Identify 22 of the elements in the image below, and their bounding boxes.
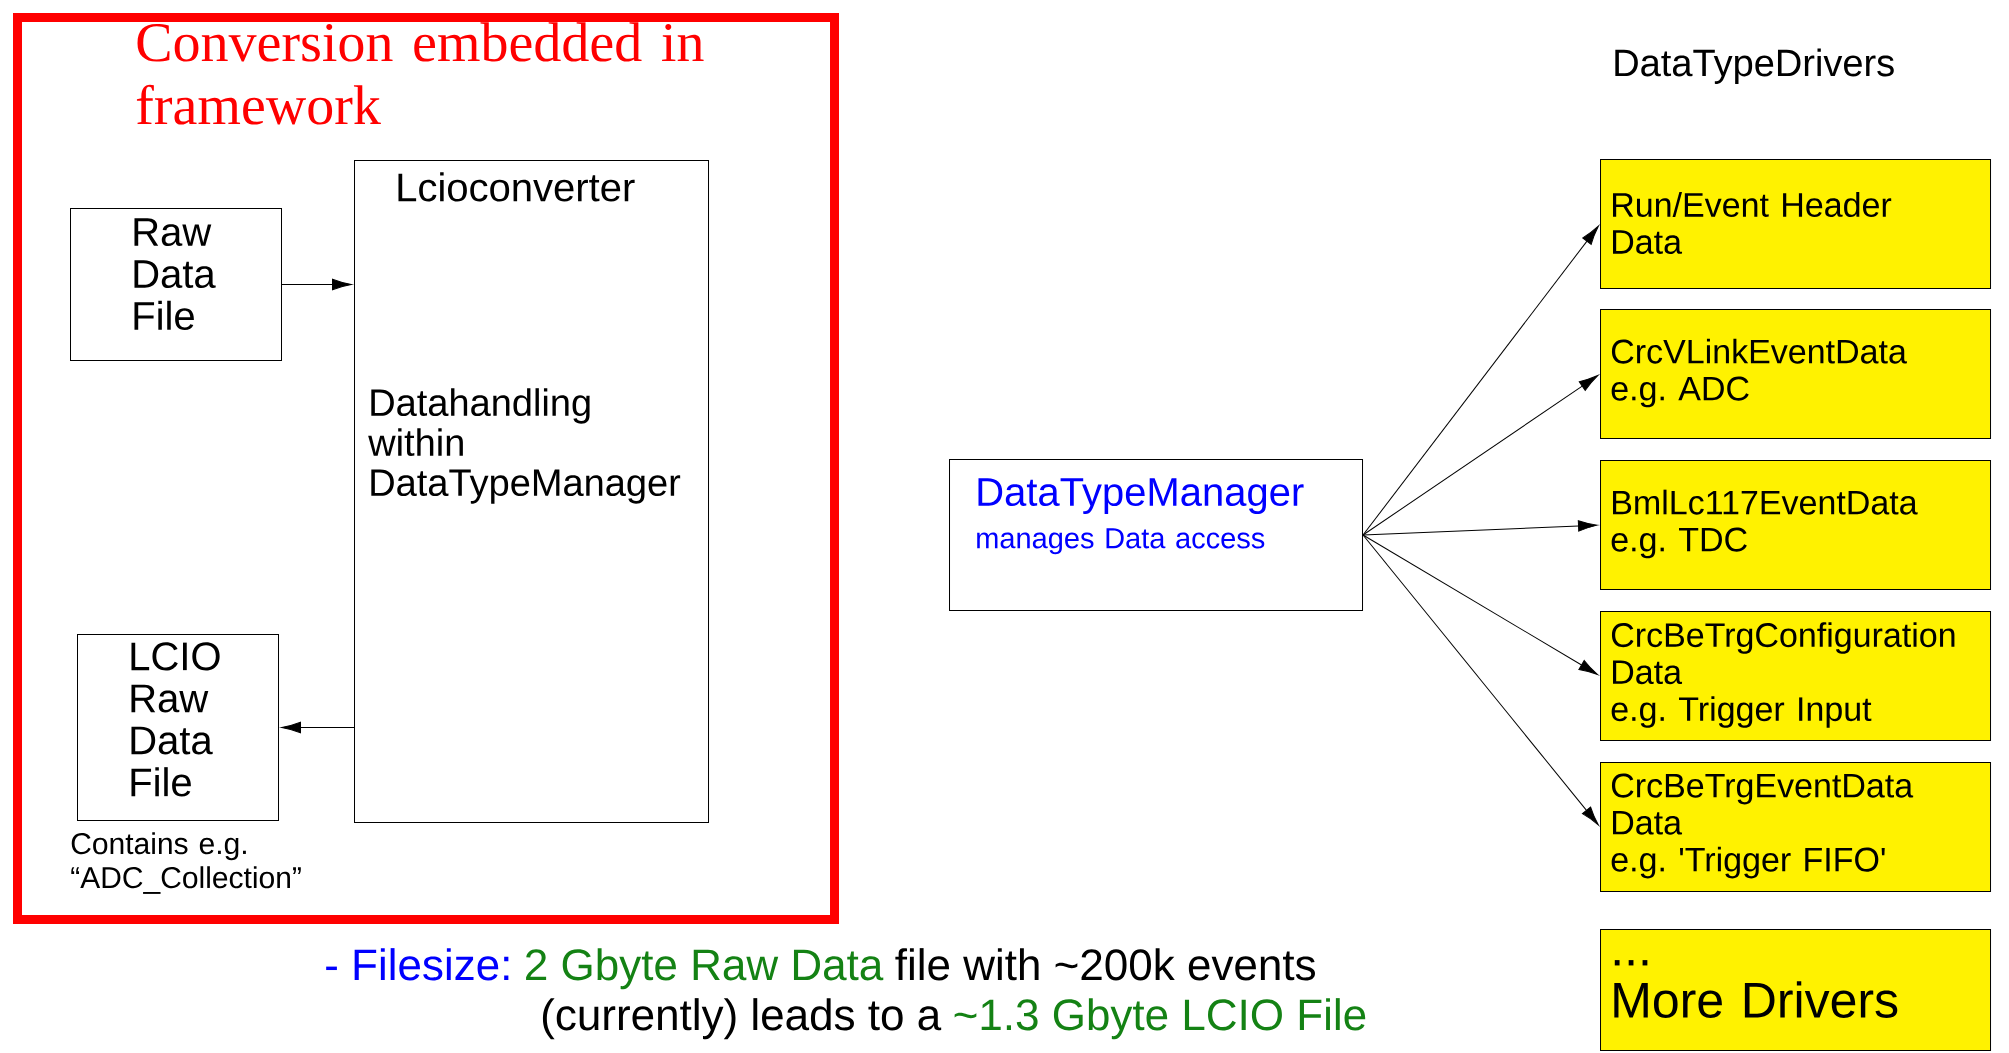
arrow	[1362, 534, 1599, 676]
arrow	[1362, 534, 1599, 826]
process-box: Raw Data File	[70, 208, 282, 361]
driver-box: CrcVLinkEventData e.g. ADC	[1600, 309, 1991, 439]
driver-box: CrcBeTrgEventData Data e.g. 'Trigger FIFO'	[1600, 762, 1991, 892]
note-text: (currently) leads to a	[542, 998, 942, 1040]
note-text: 2 Gbyte Raw Data	[526, 948, 884, 990]
process-box: Lcioconverter Datahandling within DataTypeManager	[354, 160, 709, 823]
node-label: Contains e.g. “ADC_Collection”	[71, 832, 301, 894]
arrow	[1362, 375, 1599, 536]
arrow	[1362, 225, 1599, 536]
note-text: file with ~200k events	[895, 948, 1315, 981]
arrow	[1362, 520, 1598, 536]
driver-box: Run/Event Header Data	[1600, 159, 1991, 289]
process-box: DataTypeManager manages Data access	[949, 459, 1363, 611]
driver-box: CrcBeTrgConfiguration Data e.g. Trigger Input	[1600, 611, 1991, 741]
process-box: LCIO Raw Data File Contains e.g. “ADC_Collection”	[71, 634, 301, 894]
note-text: - Filesize:	[326, 948, 509, 981]
driver-box: ... More Drivers	[1600, 929, 1991, 1051]
note-text: ~1.3 Gbyte LCIO File	[954, 998, 1366, 1040]
driver-box: BmlLc117EventData e.g. TDC	[1600, 460, 1991, 590]
column-heading: DataTypeDrivers	[1615, 48, 1894, 84]
